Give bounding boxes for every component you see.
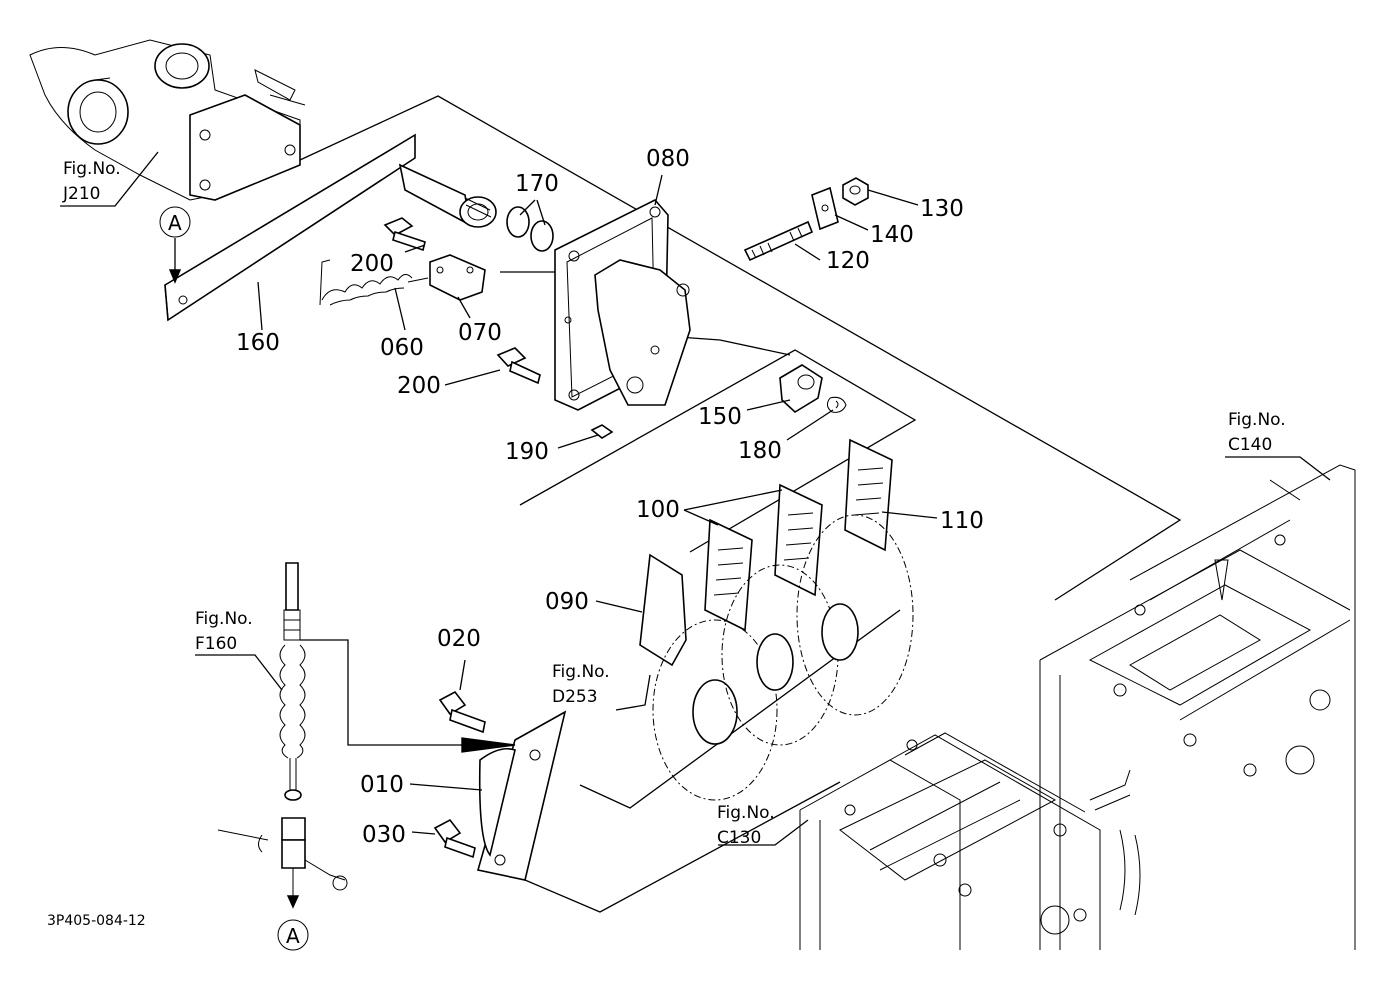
- fig-no-label-j210: Fig.No.: [63, 159, 121, 179]
- part-label-200-lower: 200: [397, 373, 441, 399]
- connector-a-top-label: A: [168, 211, 182, 235]
- cover-housing-080: [554, 199, 691, 411]
- bolt-200-lower: [496, 347, 541, 385]
- transmission-case-c140: [1039, 464, 1356, 950]
- plate-090: [639, 553, 687, 667]
- part-label-090: 090: [545, 589, 589, 615]
- part-label-070: 070: [458, 320, 502, 346]
- plate-100b: [774, 483, 823, 597]
- part-label-110: 110: [940, 508, 984, 534]
- part-label-200-upper: 200: [350, 251, 394, 277]
- fig-ref-j210: J210: [62, 184, 100, 204]
- leader-lines: [60, 151, 1331, 846]
- part-label-020: 020: [437, 626, 481, 652]
- part-label-130: 130: [920, 196, 964, 222]
- fig-ref-c130: C130: [717, 828, 761, 848]
- transmission-case-c130: [799, 732, 1101, 950]
- fig-no-label-d253: Fig.No.: [552, 662, 610, 682]
- plate-140: [811, 186, 839, 231]
- pin-190: [590, 424, 614, 439]
- plate-100a: [704, 518, 753, 632]
- assembly-outline-lines: [299, 95, 1182, 913]
- connector-a-top: A: [159, 206, 191, 238]
- cable-connect-arrowhead: [461, 737, 516, 753]
- plate-110: [844, 438, 893, 552]
- part-label-190: 190: [505, 439, 549, 465]
- bracket-070: [429, 254, 486, 301]
- o-ring-170a: [506, 206, 530, 238]
- rod-part-160: [164, 133, 497, 322]
- plate-010: [476, 710, 567, 881]
- part-label-160: 160: [236, 330, 280, 356]
- connector-a-bottom-label: A: [286, 924, 300, 948]
- part-label-100: 100: [636, 497, 680, 523]
- disc-d253: [652, 514, 914, 801]
- nut-130: [842, 177, 869, 206]
- part-label-060: 060: [380, 335, 424, 361]
- stud-120: [743, 220, 814, 262]
- bolt-030: [433, 818, 476, 859]
- fig-no-label-f160: Fig.No.: [195, 609, 253, 629]
- fig-no-label-c140: Fig.No.: [1228, 410, 1286, 430]
- lever-150: [779, 364, 823, 413]
- bolt-200-upper: [383, 217, 426, 252]
- part-label-080: 080: [646, 146, 690, 172]
- diagram-code: 3P405-084-12: [47, 913, 146, 929]
- o-ring-170b: [530, 220, 554, 252]
- part-label-010: 010: [360, 772, 404, 798]
- part-label-140: 140: [870, 222, 914, 248]
- part-label-180: 180: [738, 438, 782, 464]
- bolt-020: [438, 690, 486, 734]
- part-label-120: 120: [826, 248, 870, 274]
- fig-ref-d253: D253: [552, 687, 598, 707]
- plate-140-hole: [821, 204, 829, 212]
- linkage-housing-j210: [29, 39, 306, 201]
- cable-f160: [217, 562, 348, 909]
- fig-ref-c140: C140: [1228, 435, 1272, 455]
- fig-ref-f160: F160: [195, 634, 237, 654]
- connector-a-bottom: A: [277, 919, 309, 951]
- spring-060: [319, 259, 429, 306]
- clip-180: [826, 396, 847, 413]
- cable-connect-line: [300, 639, 470, 746]
- part-label-150: 150: [698, 404, 742, 430]
- part-label-170: 170: [515, 171, 559, 197]
- fig-no-label-c130: Fig.No.: [717, 803, 775, 823]
- part-label-030: 030: [362, 822, 406, 848]
